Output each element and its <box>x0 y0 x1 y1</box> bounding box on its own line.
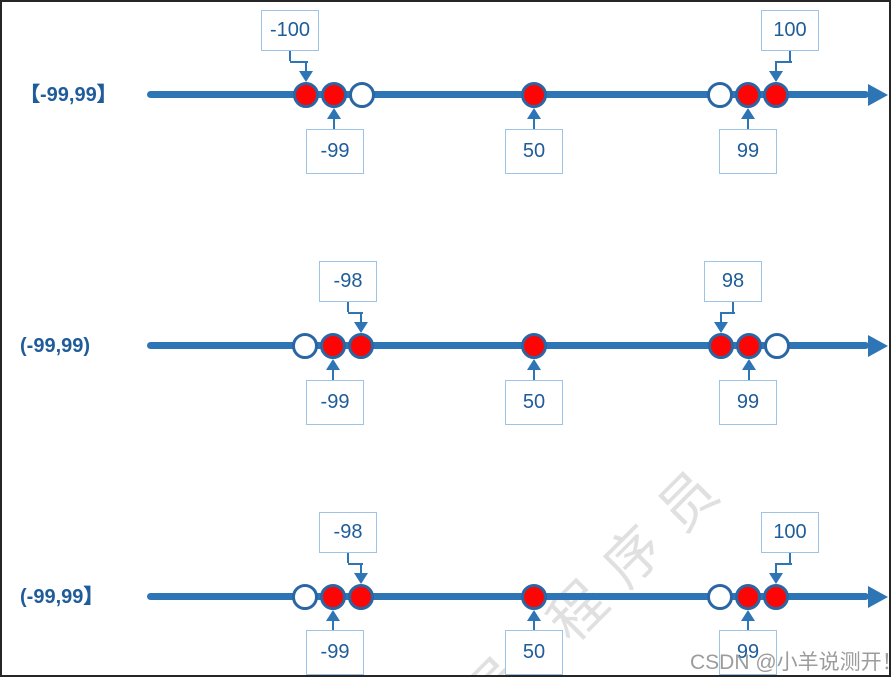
callout-box: 100 <box>761 512 819 553</box>
boundary-point-open <box>707 82 733 108</box>
callout-connector <box>360 563 362 573</box>
callout-connector <box>721 312 735 314</box>
callout-connector <box>347 302 349 312</box>
callout-box: 99 <box>719 129 777 174</box>
callout-connector <box>720 312 722 322</box>
number-line <box>147 593 869 600</box>
callout-connector <box>533 370 535 380</box>
callout-arrowhead-icon <box>326 610 340 621</box>
callout-box: -99 <box>306 380 364 425</box>
callout-arrowhead-icon <box>769 71 783 82</box>
callout-arrowhead-icon <box>741 108 755 119</box>
axis-arrowhead-icon <box>868 84 888 106</box>
callout-arrowhead-icon <box>527 108 541 119</box>
axis-arrowhead-icon <box>868 586 888 608</box>
boundary-point-filled <box>736 333 762 359</box>
callout-box: 50 <box>505 129 563 174</box>
callout-connector <box>348 563 363 565</box>
callout-connector <box>775 61 777 71</box>
boundary-point-filled <box>763 82 789 108</box>
callout-arrowhead-icon <box>527 610 541 621</box>
callout-arrowhead-icon <box>326 359 340 370</box>
callout-connector <box>332 621 334 630</box>
callout-connector <box>289 51 291 61</box>
callout-connector <box>305 61 307 71</box>
callout-connector <box>348 312 363 314</box>
callout-connector <box>347 553 349 563</box>
boundary-point-filled <box>293 82 319 108</box>
callout-box: 50 <box>505 630 563 675</box>
boundary-point-open <box>292 333 318 359</box>
boundary-point-filled <box>735 82 761 108</box>
callout-connector <box>360 312 362 322</box>
interval-label: 【-99,99】 <box>20 84 117 106</box>
callout-connector <box>732 302 734 312</box>
callout-connector <box>748 370 750 380</box>
boundary-point-filled <box>735 584 761 610</box>
boundary-point-filled <box>320 584 346 610</box>
callout-box: -99 <box>306 129 364 174</box>
callout-arrowhead-icon <box>354 322 368 333</box>
boundary-point-filled <box>521 333 547 359</box>
boundary-point-filled <box>763 584 789 610</box>
callout-box: -99 <box>306 630 364 675</box>
callout-connector <box>533 621 535 630</box>
boundary-point-open <box>349 82 375 108</box>
callout-arrowhead-icon <box>769 573 783 584</box>
callout-arrowhead-icon <box>299 71 313 82</box>
callout-connector <box>789 51 791 61</box>
callout-connector <box>533 119 535 129</box>
boundary-point-open <box>292 584 318 610</box>
boundary-point-open <box>764 333 790 359</box>
callout-connector <box>332 370 334 380</box>
callout-connector <box>776 563 792 565</box>
callout-arrowhead-icon <box>354 573 368 584</box>
callout-arrowhead-icon <box>327 108 341 119</box>
callout-connector <box>775 563 777 573</box>
boundary-point-filled <box>348 333 374 359</box>
callout-arrowhead-icon <box>714 322 728 333</box>
boundary-point-filled <box>348 584 374 610</box>
boundary-point-open <box>707 584 733 610</box>
boundary-point-filled <box>521 584 547 610</box>
axis-arrowhead-icon <box>868 335 888 357</box>
callout-connector <box>789 553 791 563</box>
boundary-point-filled <box>521 82 547 108</box>
callout-box: 100 <box>761 10 819 51</box>
boundary-point-filled <box>320 333 346 359</box>
callout-box: -100 <box>261 10 319 51</box>
callout-arrowhead-icon <box>527 359 541 370</box>
callout-box: 99 <box>719 380 777 425</box>
number-line <box>147 91 869 98</box>
callout-connector <box>776 61 792 63</box>
interval-label: (-99,99】 <box>20 586 104 608</box>
callout-connector <box>290 61 308 63</box>
interval-label: (-99,99) <box>20 335 91 357</box>
boundary-point-filled <box>321 82 347 108</box>
callout-arrowhead-icon <box>742 359 756 370</box>
callout-box: 99 <box>719 630 777 675</box>
callout-connector <box>333 119 335 129</box>
boundary-point-filled <box>708 333 734 359</box>
callout-box: 98 <box>704 261 762 302</box>
callout-connector <box>747 119 749 129</box>
callout-box: 50 <box>505 380 563 425</box>
number-line <box>147 342 869 349</box>
callout-box: -98 <box>319 512 377 553</box>
callout-box: -98 <box>319 261 377 302</box>
callout-connector <box>747 621 749 630</box>
callout-arrowhead-icon <box>741 610 755 621</box>
